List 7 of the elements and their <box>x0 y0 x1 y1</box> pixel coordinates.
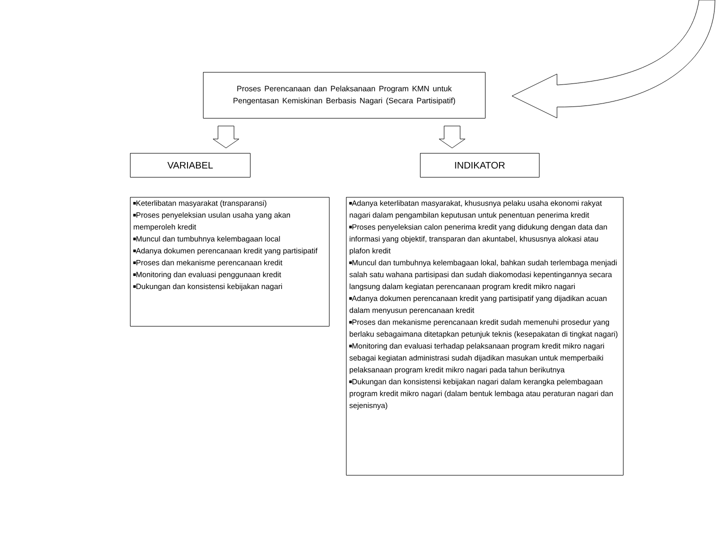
list-box <box>346 197 624 476</box>
header-box: VARIABEL <box>130 153 250 178</box>
curved-arrow <box>512 0 716 118</box>
block-arrow <box>438 126 466 148</box>
block-arrow <box>212 126 240 148</box>
list-box <box>130 197 330 326</box>
header-box: INDIKATOR <box>420 153 540 178</box>
